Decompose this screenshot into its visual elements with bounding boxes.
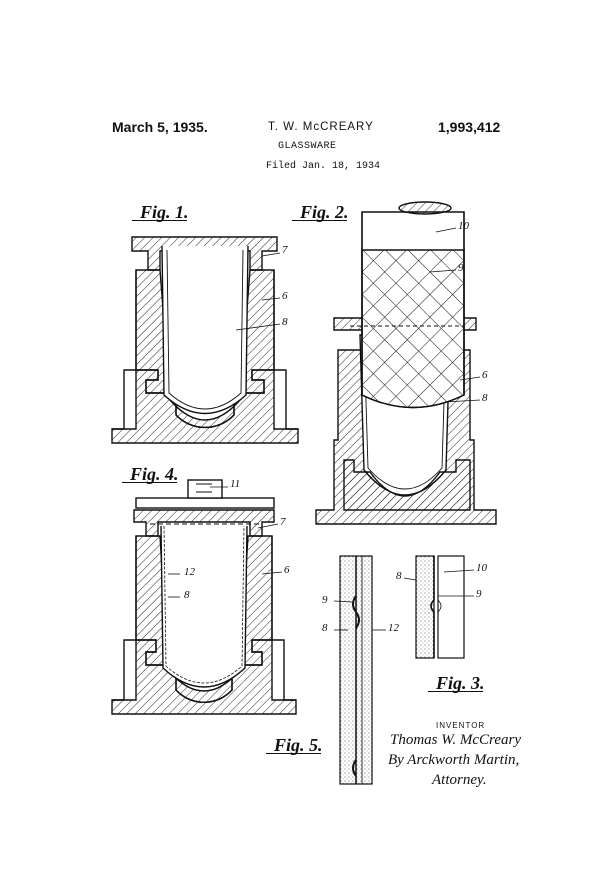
filed-date: Filed Jan. 18, 1934	[266, 161, 381, 172]
ref-7-fig1: 7	[282, 244, 288, 256]
ref-8-fig4: 8	[184, 589, 190, 601]
ref-12-fig5: 12	[388, 622, 399, 634]
fig4-plate	[135, 497, 275, 509]
fig1-glass	[161, 245, 249, 415]
fig3-drawing	[415, 555, 465, 659]
patent-number: 1,993,412	[438, 119, 501, 135]
ref-11-fig4: 11	[230, 478, 241, 490]
by-attorney: By Arckworth Martin,	[388, 752, 520, 768]
fig1-drawing	[111, 236, 299, 444]
fig1-label: Fig. 1.	[132, 202, 189, 222]
ref-8-fig2: 8	[482, 392, 488, 404]
ref-6-fig4: 6	[284, 564, 290, 576]
inventor-header: T. W. McCREARY	[268, 121, 374, 133]
ref-7-fig4: 7	[280, 516, 286, 528]
ref-9-fig3: 9	[476, 588, 482, 600]
ref-6-fig1: 6	[282, 290, 288, 302]
leader-lines	[168, 227, 481, 631]
ref-10-fig2: 10	[458, 220, 469, 232]
ref-9-fig5: 9	[322, 594, 328, 606]
fig4-label: Fig. 4.	[122, 464, 179, 484]
fig5-drawing	[339, 555, 373, 785]
ref-8-fig5: 8	[322, 622, 328, 634]
fig4-drawing	[111, 479, 297, 715]
ref-8-fig1: 8	[282, 316, 288, 328]
patent-title: GLASSWARE	[278, 141, 337, 152]
ref-9-fig2: 9	[458, 262, 464, 274]
fig3-label: Fig. 3.	[428, 673, 485, 693]
fig5-label: Fig. 5.	[266, 735, 323, 755]
patent-date: March 5, 1935.	[112, 119, 208, 135]
inventor-signature: Thomas W. McCreary	[390, 732, 521, 748]
attorney-label: Attorney.	[432, 772, 487, 788]
fig4-stem	[187, 479, 223, 499]
fig2-drawing	[315, 201, 497, 525]
fig2-label: Fig. 2.	[292, 202, 349, 222]
fig1-ring	[131, 236, 278, 271]
fig3-section	[415, 555, 435, 659]
ref-8-fig3: 8	[396, 570, 402, 582]
ref-12-fig4: 12	[184, 566, 195, 578]
ref-6-fig2: 6	[482, 369, 488, 381]
inventor-label: INVENTOR	[436, 721, 486, 730]
fig2-wire-mesh	[361, 249, 465, 409]
ref-10-fig3: 10	[476, 562, 487, 574]
